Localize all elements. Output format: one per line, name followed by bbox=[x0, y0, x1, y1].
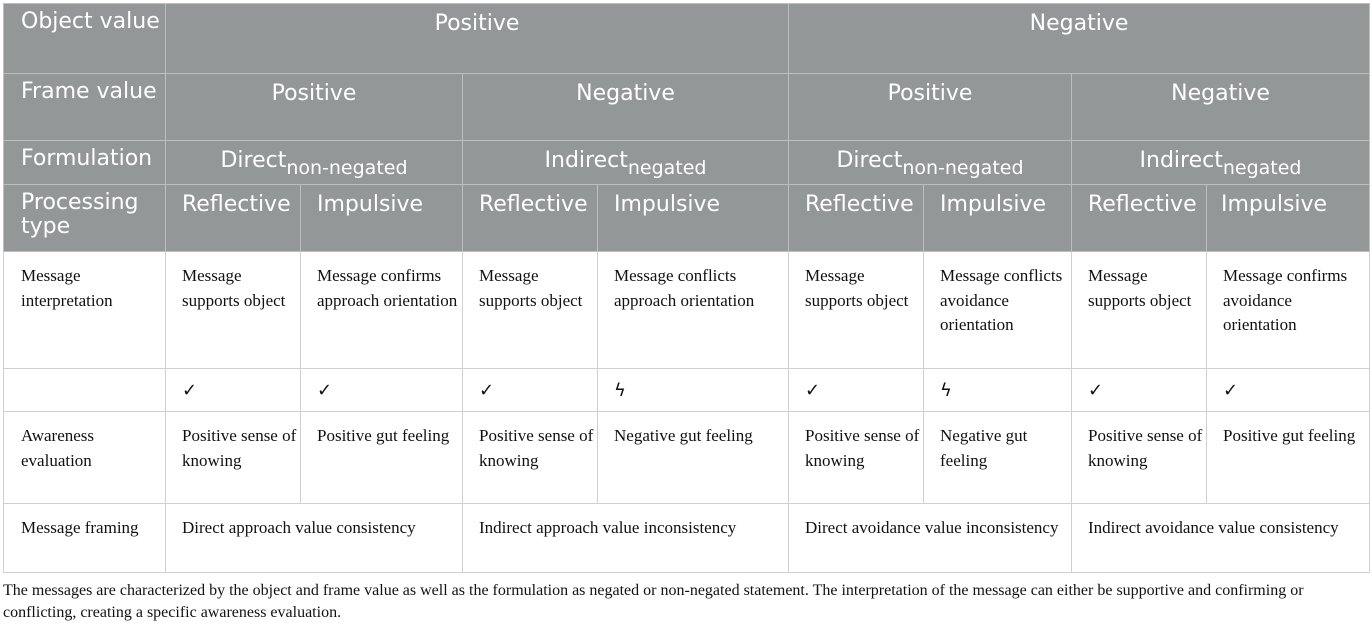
processing-type-cell: Impulsive bbox=[300, 184, 463, 252]
header-row-object-value: Object value Positive Negative bbox=[3, 3, 1371, 74]
header-row-formulation: Formulation Directnon-negated Indirectne… bbox=[3, 140, 1371, 185]
marks-label bbox=[3, 368, 166, 412]
frame-value-pos-pos: Positive bbox=[165, 73, 463, 141]
formulation-main: Indirect bbox=[544, 148, 628, 173]
lightning-conflict-icon: ϟ bbox=[923, 368, 1072, 412]
check-mark-icon: ✓ bbox=[788, 368, 924, 412]
formulation-indirect-2: Indirectnegated bbox=[1070, 140, 1371, 185]
frame-value-neg-pos: Positive bbox=[788, 73, 1072, 141]
awareness-cell: Positive sense of knowing bbox=[1071, 411, 1207, 504]
table-footnote: The messages are characterized by the ob… bbox=[3, 582, 1304, 621]
framing-cell: Indirect approach value inconsistency bbox=[462, 503, 789, 573]
framing-cell: Indirect avoidance value consistency bbox=[1070, 503, 1371, 573]
processing-type-cell: Impulsive bbox=[923, 184, 1072, 252]
awareness-evaluation-label: Awareness evaluation bbox=[3, 411, 166, 504]
check-mark-icon: ✓ bbox=[1071, 368, 1207, 412]
object-value-negative: Negative bbox=[787, 3, 1371, 74]
row-awareness-evaluation: Awareness evaluation Positive sense of k… bbox=[3, 411, 1371, 504]
awareness-cell: Negative gut feeling bbox=[923, 411, 1072, 504]
interpretation-cell: Message supports object bbox=[1071, 251, 1207, 369]
formulation-direct-2: Directnon-negated bbox=[788, 140, 1072, 185]
row-message-interpretation: Message interpretation Message supports … bbox=[3, 251, 1371, 369]
message-framing-label: Message framing bbox=[3, 503, 166, 573]
formulation-indirect-1: Indirectnegated bbox=[462, 140, 789, 185]
awareness-cell: Negative gut feeling bbox=[597, 411, 789, 504]
awareness-cell: Positive sense of knowing bbox=[462, 411, 598, 504]
formulation-subscript: non-negated bbox=[286, 157, 408, 179]
awareness-cell: Positive gut feeling bbox=[1205, 411, 1371, 504]
interpretation-cell: Message confirms avoidance orientation bbox=[1205, 251, 1371, 369]
processing-type-label: Processing type bbox=[3, 184, 166, 252]
formulation-main: Direct bbox=[836, 148, 903, 173]
check-mark-icon: ✓ bbox=[300, 368, 463, 412]
formulation-main: Indirect bbox=[1139, 148, 1223, 173]
framing-cell: Direct approach value consistency bbox=[165, 503, 463, 573]
interpretation-cell: Message conflicts approach orientation bbox=[597, 251, 789, 369]
interpretation-cell: Message supports object bbox=[788, 251, 924, 369]
awareness-cell: Positive gut feeling bbox=[300, 411, 463, 504]
formulation-direct-1: Directnon-negated bbox=[165, 140, 463, 185]
formulation-subscript: non-negated bbox=[902, 157, 1024, 179]
processing-type-cell: Reflective bbox=[1071, 184, 1207, 252]
interpretation-cell: Message supports object bbox=[462, 251, 598, 369]
row-message-framing: Message framing Direct approach value co… bbox=[3, 503, 1371, 573]
formulation-main: Direct bbox=[220, 148, 287, 173]
interpretation-cell: Message supports object bbox=[165, 251, 301, 369]
formulation-subscript: negated bbox=[1222, 157, 1302, 179]
formulation-subscript: negated bbox=[627, 157, 707, 179]
formulation-label: Formulation bbox=[3, 140, 166, 185]
interpretation-cell: Message conflicts avoidance orientation bbox=[923, 251, 1072, 369]
object-value-positive: Positive bbox=[165, 3, 789, 74]
check-mark-icon: ✓ bbox=[165, 368, 301, 412]
frame-value-pos-neg: Negative bbox=[462, 73, 789, 141]
check-mark-icon: ✓ bbox=[462, 368, 598, 412]
framing-cell: Direct avoidance value inconsistency bbox=[788, 503, 1072, 573]
header-row-frame-value: Frame value Positive Negative Positive N… bbox=[3, 73, 1371, 141]
lightning-conflict-icon: ϟ bbox=[597, 368, 789, 412]
awareness-cell: Positive sense of knowing bbox=[165, 411, 301, 504]
processing-type-cell: Impulsive bbox=[1205, 184, 1371, 252]
frame-value-neg-neg: Negative bbox=[1070, 73, 1371, 141]
check-mark-icon: ✓ bbox=[1205, 368, 1371, 412]
frame-value-label: Frame value bbox=[3, 73, 166, 141]
interpretation-cell: Message confirms approach orientation bbox=[300, 251, 463, 369]
processing-type-cell: Reflective bbox=[165, 184, 301, 252]
row-marks: ✓ ✓ ✓ ϟ ✓ ϟ ✓ ✓ bbox=[3, 368, 1371, 412]
awareness-cell: Positive sense of knowing bbox=[788, 411, 924, 504]
message-interpretation-label: Message interpretation bbox=[3, 251, 166, 369]
header-row-processing-type: Processing type Reflective Impulsive Ref… bbox=[3, 184, 1371, 252]
object-value-label: Object value bbox=[3, 3, 166, 74]
processing-type-cell: Impulsive bbox=[597, 184, 789, 252]
processing-type-cell: Reflective bbox=[462, 184, 598, 252]
processing-type-cell: Reflective bbox=[788, 184, 924, 252]
message-framing-table: Object value Positive Negative Frame val… bbox=[3, 3, 1371, 573]
